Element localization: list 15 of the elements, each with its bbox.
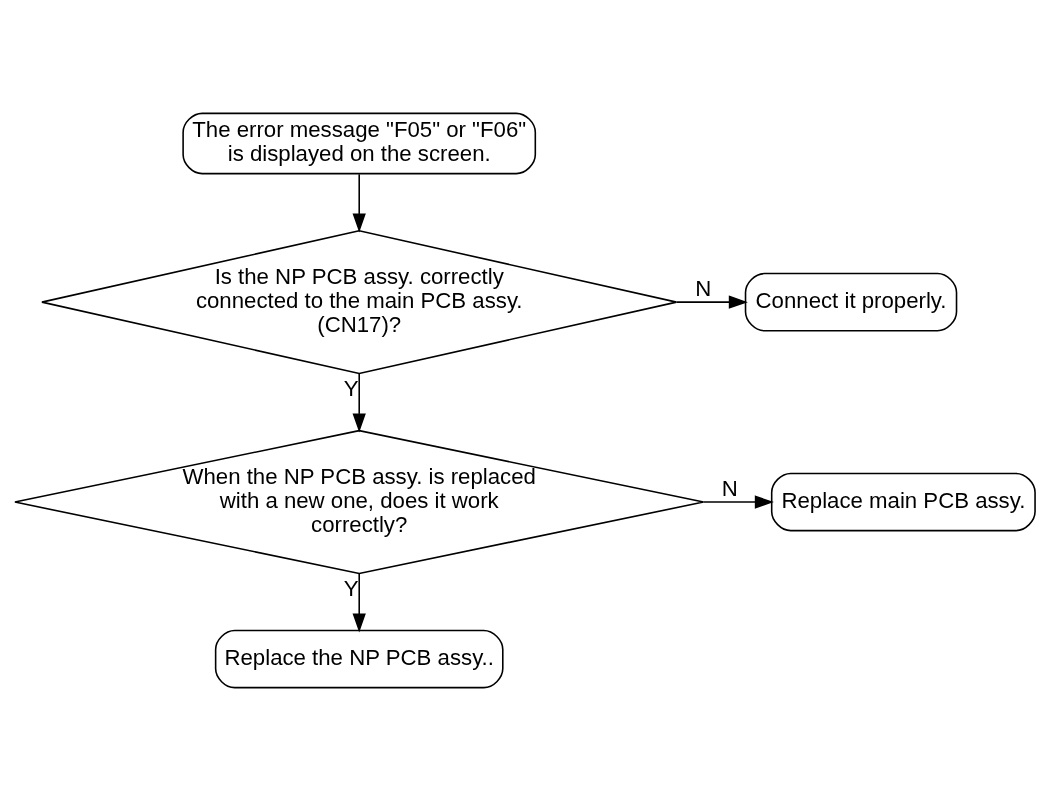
edge-label: N bbox=[695, 276, 712, 302]
arrow bbox=[352, 573, 366, 633]
node-box: Replace main PCB assy. bbox=[770, 472, 1036, 532]
node-diamond: When the NP PCB assy. is replaced with a new one, does it work correctly? bbox=[14, 429, 705, 575]
edge-label: Y bbox=[343, 575, 359, 601]
edge-label: N bbox=[721, 476, 738, 502]
node-box: Connect it properly. bbox=[744, 272, 958, 332]
node-box: Replace the NP PCB assy.. bbox=[214, 629, 504, 689]
node-diamond: Is the NP PCB assy. correctly connected to the main PCB assy. (CN17)? bbox=[41, 229, 678, 375]
arrow bbox=[352, 372, 366, 433]
node-box: The error message "F05" or "F06" is displayed on the screen. bbox=[182, 112, 537, 175]
arrow bbox=[675, 295, 748, 309]
arrow bbox=[702, 495, 774, 509]
arrow bbox=[352, 173, 366, 233]
edge-label: Y bbox=[343, 375, 359, 401]
